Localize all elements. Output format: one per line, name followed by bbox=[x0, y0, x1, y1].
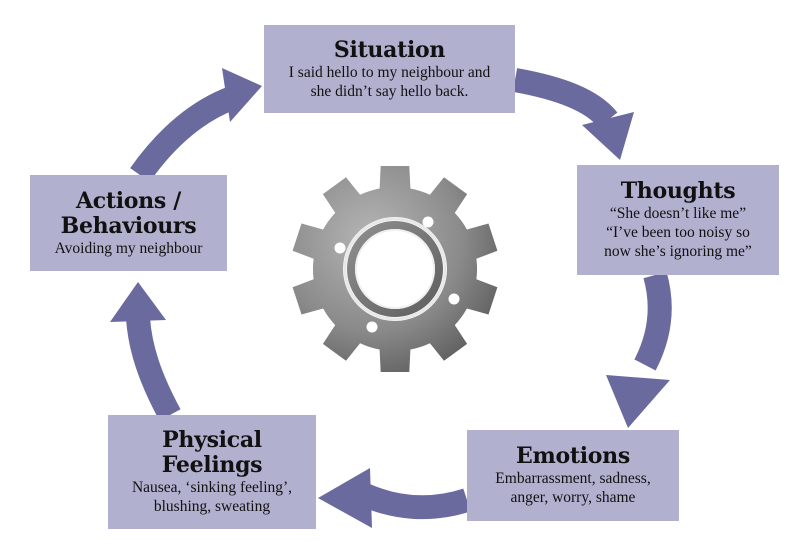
situation-title: Situation bbox=[333, 36, 446, 63]
situation-text: I said hello to my neighbour and she did… bbox=[288, 63, 491, 100]
arrow-physical-to-actions bbox=[110, 282, 181, 421]
physical-feelings-text: Nausea, ‘sinking feeling’, blushing, swe… bbox=[131, 479, 293, 515]
situation-box: Situation I said hello to my neighbour a… bbox=[264, 25, 515, 113]
emotions-text: Embarrassment, sadness, anger, worry, sh… bbox=[495, 470, 651, 506]
emotions-title: Emotions bbox=[516, 443, 630, 469]
thoughts-text: “She doesn’t like me” “I’ve been too noi… bbox=[604, 205, 752, 260]
arrow-situation-to-thoughts bbox=[512, 68, 634, 160]
actions-behaviours-box: Actions / Behaviours Avoiding my neighbo… bbox=[30, 175, 227, 271]
actions-behaviours-text: Avoiding my neighbour bbox=[54, 239, 203, 257]
physical-feelings-box: Physical Feelings Nausea, ‘sinking feeli… bbox=[108, 415, 316, 529]
thoughts-box: Thoughts “She doesn’t like me” “I’ve bee… bbox=[577, 165, 779, 275]
arrow-actions-to-situation bbox=[130, 68, 262, 182]
arrow-thoughts-to-emotions bbox=[606, 271, 672, 428]
physical-feelings-title: Physical Feelings bbox=[161, 427, 263, 478]
arrow-emotions-to-physical bbox=[318, 468, 471, 528]
gear-icon bbox=[292, 166, 498, 372]
actions-behaviours-title: Actions / Behaviours bbox=[60, 187, 197, 239]
thoughts-title: Thoughts bbox=[620, 178, 736, 204]
emotions-box: Emotions Embarrassment, sadness, anger, … bbox=[467, 430, 679, 521]
